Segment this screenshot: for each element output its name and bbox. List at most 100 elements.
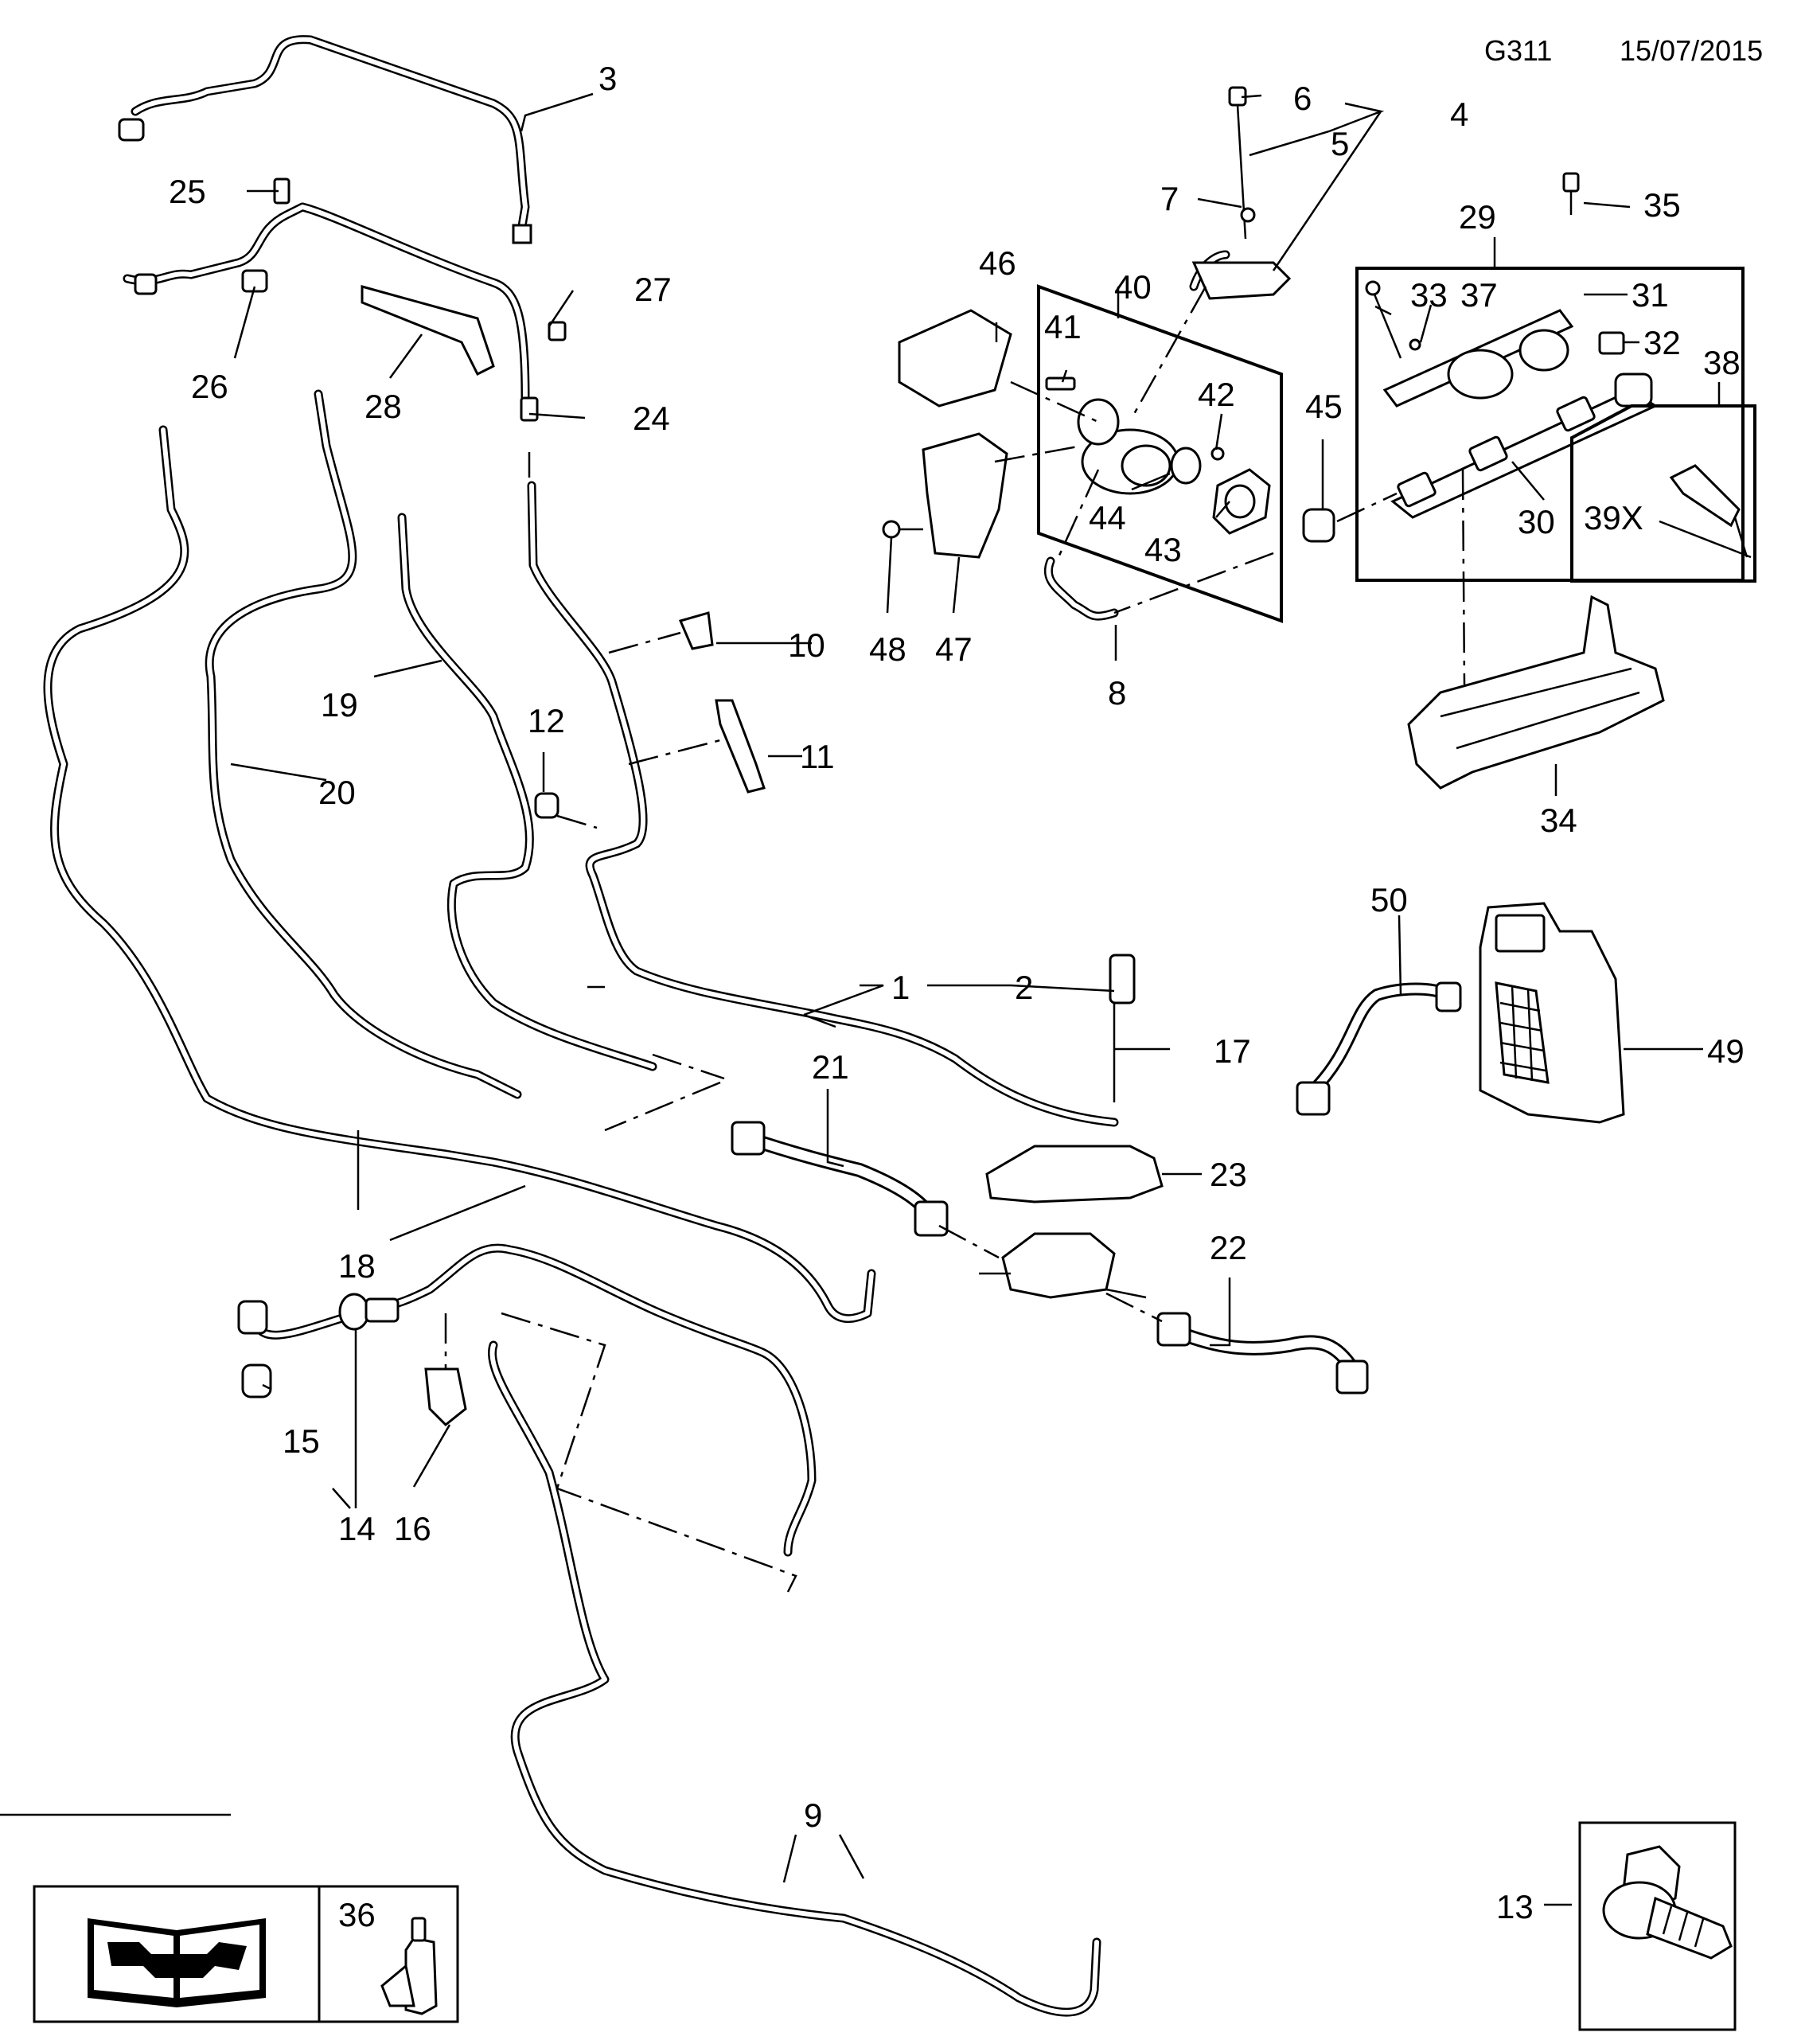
- screw-7: [1240, 207, 1256, 223]
- manual-wrench-icon: [88, 1918, 266, 2007]
- bolt-detail-box: [1578, 1821, 1737, 2031]
- callout-33: 33: [1410, 276, 1448, 314]
- callout-22: 22: [1210, 1229, 1247, 1266]
- callout-12: 12: [528, 702, 565, 739]
- callout-29: 29: [1459, 198, 1496, 236]
- callout-20: 20: [318, 774, 356, 811]
- callout-35: 35: [1643, 186, 1681, 224]
- pipe-upper-vent: [123, 202, 530, 403]
- callout-15: 15: [283, 1422, 320, 1460]
- bracket-11: [715, 699, 766, 794]
- callout-23: 23: [1210, 1156, 1247, 1193]
- callout-40: 40: [1114, 268, 1152, 306]
- cover-34: [1407, 595, 1665, 790]
- callout-43: 43: [1144, 531, 1182, 568]
- washer-37: [1409, 338, 1421, 351]
- callout-25: 25: [169, 173, 206, 210]
- callout-30: 30: [1518, 503, 1555, 540]
- injector-30: [1397, 396, 1596, 508]
- bracket-4: [1191, 261, 1292, 300]
- callout-6: 6: [1293, 80, 1312, 117]
- sensor-2: [1109, 954, 1136, 1102]
- clip-10: [678, 611, 714, 650]
- callout-7: 7: [1160, 180, 1179, 217]
- pipe-3: [131, 35, 530, 236]
- nut-42: [1210, 447, 1225, 461]
- valve-block: [979, 1232, 1147, 1299]
- pipe-19: [397, 513, 657, 1071]
- clip-12: [534, 792, 559, 819]
- callout-26: 26: [191, 368, 228, 405]
- injector-39x: [1669, 464, 1748, 558]
- callout-48: 48: [869, 630, 906, 668]
- callout-39x: 39X: [1584, 499, 1643, 536]
- canister-49: [1479, 902, 1625, 1124]
- o-ring-44: [1170, 447, 1202, 485]
- callout-14: 14: [338, 1510, 376, 1547]
- callout-13: 13: [1496, 1888, 1534, 1925]
- pipe-9: [488, 1340, 1101, 2017]
- callout-45: 45: [1305, 388, 1343, 425]
- bolt-48: [882, 520, 923, 539]
- callout-1: 1: [891, 969, 910, 1006]
- hose-21: [741, 1131, 938, 1225]
- clip-16: [424, 1367, 467, 1427]
- panel-38: [1570, 404, 1756, 583]
- callout-49: 49: [1707, 1032, 1745, 1070]
- callout-5: 5: [1331, 125, 1349, 162]
- sensor-32: [1598, 331, 1625, 355]
- hose-50-ends: [1296, 981, 1462, 1116]
- callout-4: 4: [1450, 96, 1468, 133]
- callout-28: 28: [365, 388, 402, 425]
- callout-38: 38: [1703, 344, 1741, 381]
- manual-reference-box: [33, 1885, 459, 2023]
- bolt-35: [1562, 172, 1580, 215]
- connector-15: [237, 1300, 272, 1398]
- callout-labels: 1 2 3 4 5 6 7 8 9 10 11 12 13 14 15 16 1…: [169, 60, 1745, 1933]
- clip-14: [338, 1293, 400, 1331]
- hose-50: [1307, 982, 1455, 1097]
- flange-bolt-icon: [1602, 1845, 1733, 1960]
- callout-9: 9: [804, 1796, 822, 1834]
- diagram-code: G311: [1484, 34, 1552, 67]
- connector-24: [520, 396, 539, 422]
- gasket-43: [1212, 468, 1271, 535]
- hose-22: [1163, 1322, 1360, 1376]
- callout-27: 27: [634, 271, 672, 308]
- pipe-20: [205, 389, 522, 1099]
- callout-50: 50: [1370, 881, 1408, 919]
- callout-10: 10: [788, 626, 825, 664]
- callout-44: 44: [1089, 499, 1126, 536]
- bracket-23: [985, 1145, 1164, 1203]
- bolt-33: [1365, 280, 1402, 359]
- fuel-pump: [1077, 398, 1179, 495]
- callout-17: 17: [1214, 1032, 1251, 1070]
- callout-37: 37: [1460, 276, 1498, 314]
- diagram-date: 15/07/2015: [1620, 34, 1763, 67]
- callout-46: 46: [979, 244, 1016, 282]
- callout-42: 42: [1198, 376, 1235, 413]
- callout-21: 21: [812, 1048, 849, 1086]
- panel-40: [1037, 284, 1283, 623]
- callout-36: 36: [338, 1896, 376, 1933]
- callout-11: 11: [800, 738, 835, 775]
- callout-41: 41: [1044, 308, 1082, 345]
- callout-18: 18: [338, 1247, 376, 1285]
- cover-46: [898, 309, 1012, 408]
- bracket-47: [922, 432, 1008, 559]
- connector-3-end: [118, 118, 532, 244]
- callout-34: 34: [1540, 802, 1577, 839]
- callout-19: 19: [321, 686, 358, 724]
- connector-21-ends: [731, 1121, 949, 1237]
- bracket-28: [361, 285, 495, 376]
- callout-47: 47: [935, 630, 973, 668]
- callout-32: 32: [1643, 324, 1681, 361]
- bolt-41: [1045, 376, 1076, 391]
- callout-24: 24: [633, 400, 670, 437]
- adhesive-bottle-icon: [380, 1917, 438, 2015]
- callout-3: 3: [598, 60, 617, 97]
- callout-8: 8: [1108, 674, 1126, 712]
- pipe-8: [1043, 556, 1119, 621]
- callout-16: 16: [394, 1510, 431, 1547]
- clip-26: [134, 269, 268, 295]
